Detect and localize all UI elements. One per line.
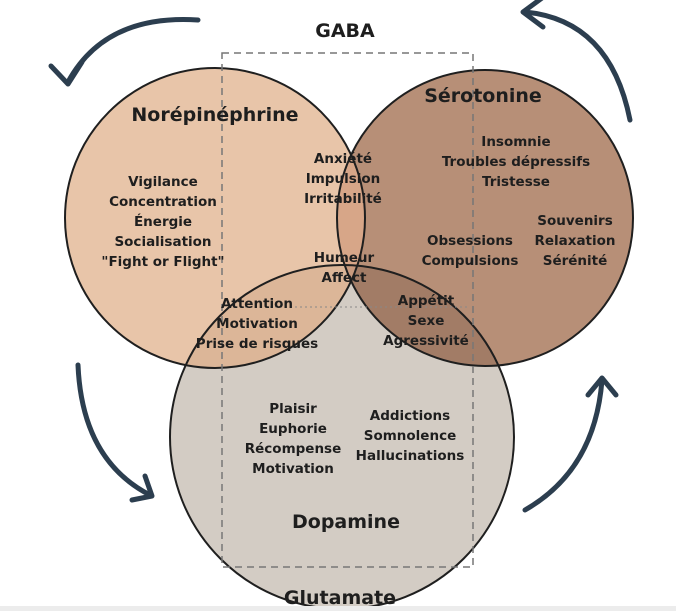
overlap-ns-item: Impulsion	[306, 171, 381, 187]
norepinephrine-outline	[64, 67, 366, 369]
dopamine-title: Dopamine	[292, 511, 400, 533]
dopamine-item: Euphorie	[259, 421, 327, 437]
arrow-bottom-left-head	[129, 473, 155, 503]
bottom-strip	[0, 606, 676, 611]
serotonin-item: Sérénité	[543, 253, 608, 269]
norepinephrine-title: Norépinéphrine	[131, 104, 298, 126]
serotonin-item: Tristesse	[482, 174, 550, 190]
overlap-nd-item: Motivation	[216, 316, 298, 332]
arrow-top-right	[522, 9, 633, 123]
norepinephrine-item: Socialisation	[114, 234, 211, 250]
arrow-bottom-right	[522, 377, 605, 513]
dashed-frame	[221, 52, 474, 568]
serotonin-item: Souvenirs	[537, 213, 613, 229]
norepinephrine-item: Énergie	[134, 213, 192, 230]
dopamine-item: Motivation	[252, 461, 334, 477]
serotonin-item: Relaxation	[534, 233, 615, 249]
serotonin-item: Compulsions	[422, 253, 519, 269]
arrow-bottom-left	[75, 362, 153, 498]
cycle-arrows	[48, 0, 633, 513]
serotonin-outline	[336, 69, 634, 367]
norepinephrine-item: Concentration	[109, 194, 217, 210]
serotonin-item: Obsessions	[427, 233, 513, 249]
serotonin-item: Troubles dépressifs	[442, 154, 590, 170]
dopamine-item: Plaisir	[269, 401, 317, 417]
overlap-sd-item: Sexe	[408, 313, 445, 329]
overlap-ns-item: Anxiété	[314, 151, 372, 167]
overlap-sd-item: Appétit	[398, 293, 455, 309]
bottom-label: Glutamate	[284, 587, 396, 609]
arrow-bottom-right-head	[585, 375, 619, 398]
norepinephrine-item: Vigilance	[128, 174, 198, 190]
overlap-sd-item: Agressivité	[383, 333, 469, 349]
serotonin-title: Sérotonine	[424, 85, 542, 107]
dopamine-item: Récompense	[245, 441, 342, 457]
dopamine-item: Addictions	[370, 408, 450, 424]
center-item: Humeur	[314, 250, 375, 266]
overlap-serotonin-dopamine	[337, 265, 514, 366]
overlap-ns-item: Irritabilité	[304, 191, 382, 207]
arrow-top-right-head	[520, 0, 546, 30]
overlap-norepinephrine-dopamine	[170, 265, 365, 368]
overlap-nd-item: Attention	[221, 296, 293, 312]
overlap-nd-item: Prise de risques	[196, 336, 318, 352]
top-label: GABA	[315, 20, 375, 42]
dopamine-item: Somnolence	[364, 428, 457, 444]
norepinephrine-item: "Fight or Flight"	[101, 254, 224, 270]
arrow-top-left-head	[48, 59, 85, 87]
serotonin-item: Insomnie	[481, 134, 550, 150]
dopamine-item: Hallucinations	[356, 448, 465, 464]
center-item: Affect	[322, 270, 368, 286]
